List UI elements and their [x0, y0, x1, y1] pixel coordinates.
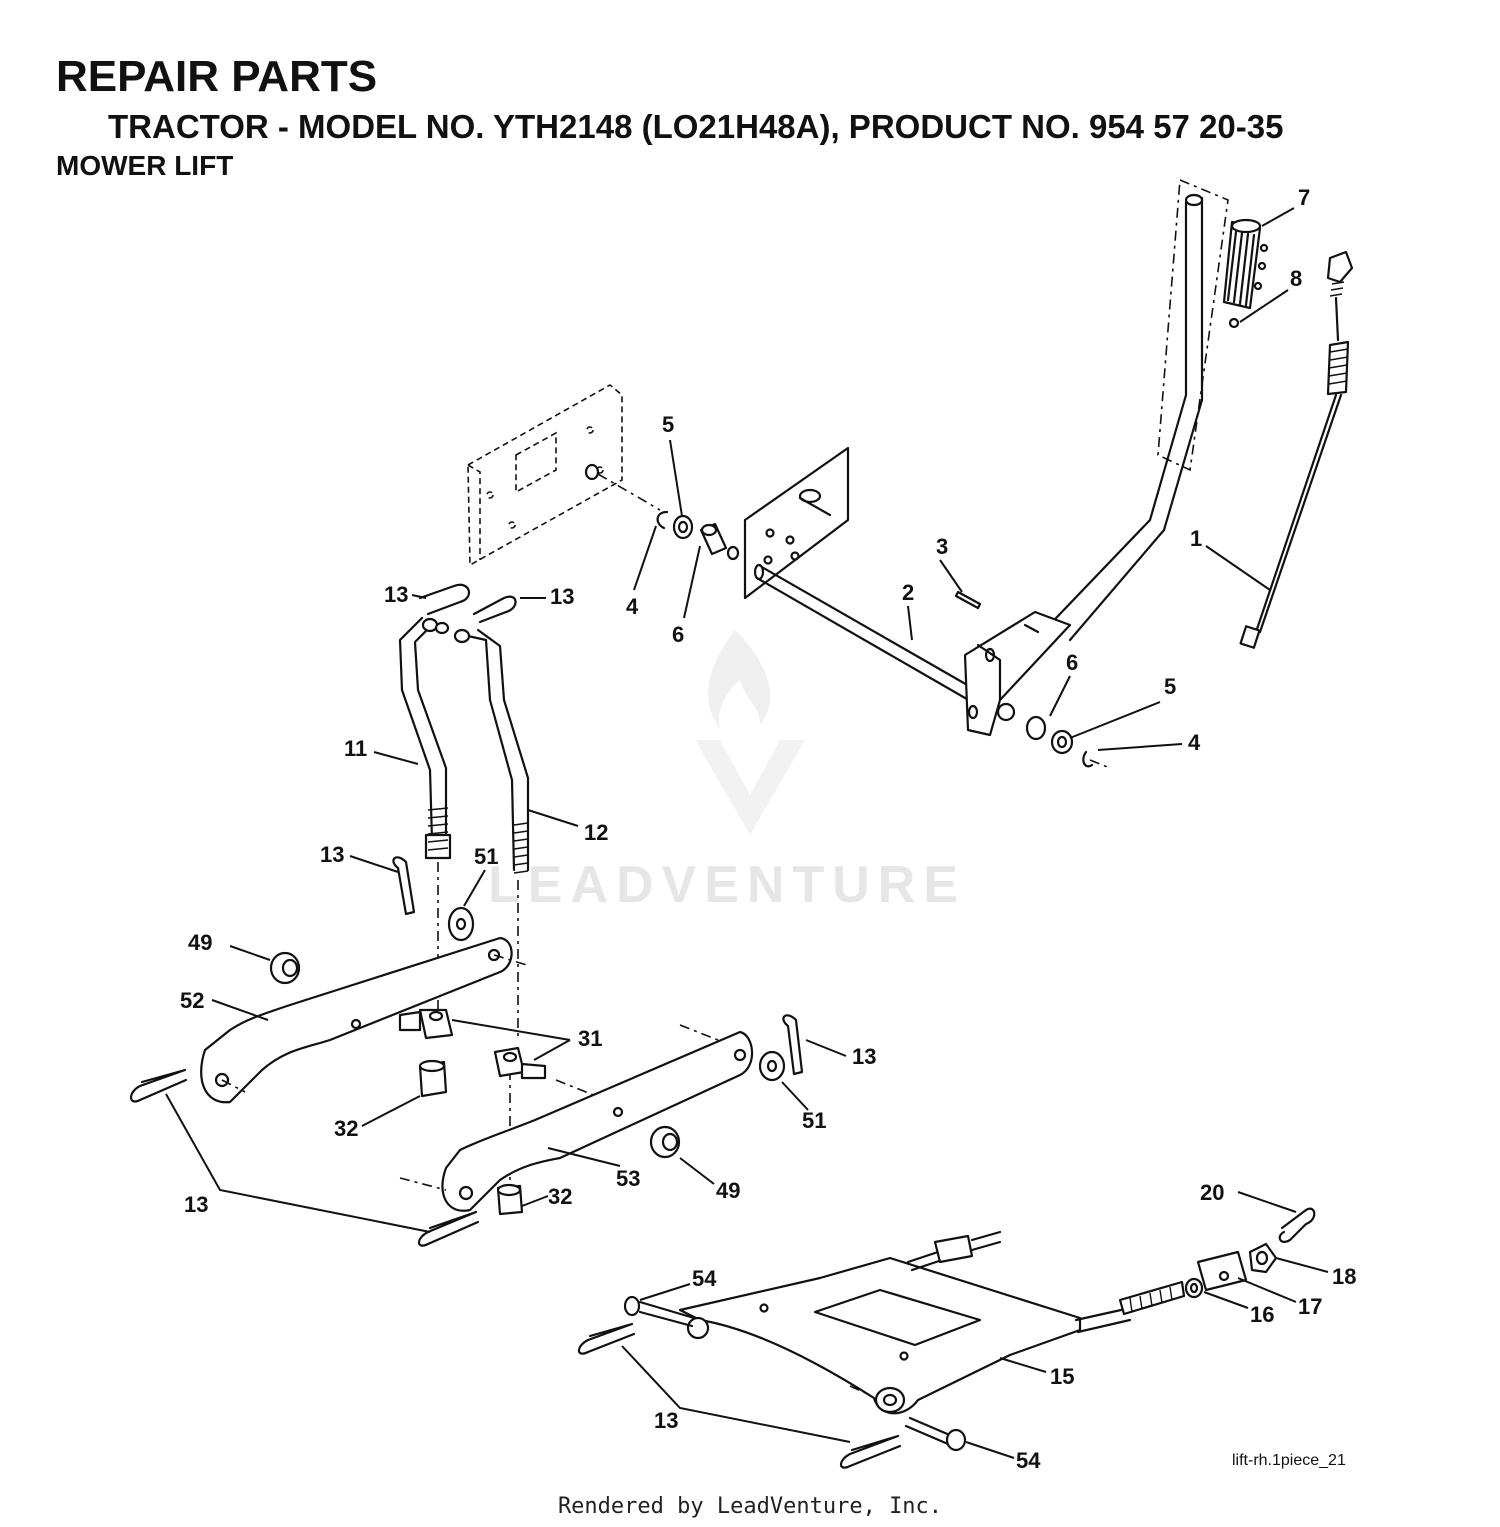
- callout-13-lower-left: 13: [184, 1192, 208, 1217]
- nut-18: [1248, 1242, 1278, 1274]
- section-title: MOWER LIFT: [56, 150, 234, 181]
- callout-54-upper: 54: [692, 1266, 717, 1291]
- callout-2: 2: [902, 580, 914, 605]
- clevis-pin-54-upper: [623, 1295, 696, 1328]
- watermark-text: LEADVENTURE: [488, 856, 966, 914]
- lift-arm-53: [399, 1024, 754, 1212]
- callout-31: 31: [578, 1026, 602, 1051]
- lift-link-11: [398, 616, 452, 860]
- plate-front-rod: [1074, 1280, 1186, 1334]
- callout-32-upper: 32: [334, 1116, 358, 1141]
- swivel-31-left: [398, 1008, 454, 1040]
- hairpin-clip-top-left: [418, 583, 471, 616]
- lift-cable: [1239, 250, 1354, 649]
- hairpin-clip-bottom-left: [577, 1322, 636, 1355]
- callout-52: 52: [180, 988, 204, 1013]
- hairpin-clip-mid-left: [392, 856, 416, 916]
- washer-51-upper: [447, 906, 475, 942]
- callout-51-lower: 51: [802, 1108, 826, 1133]
- left-shaft-hardware: [656, 510, 740, 561]
- leader-lines: [165, 207, 1329, 1459]
- callout-51-upper: 51: [474, 844, 498, 869]
- clevis-pin-54-lower: [904, 1416, 967, 1452]
- nut-32-upper: [418, 1059, 448, 1098]
- callout-11: 11: [344, 736, 367, 761]
- swivel-31-right: [493, 1046, 547, 1080]
- ferrule-17: [1196, 1250, 1248, 1292]
- callout-54-lower: 54: [1016, 1448, 1041, 1473]
- callout-16: 16: [1250, 1302, 1274, 1327]
- callout-53: 53: [616, 1166, 640, 1191]
- callout-5-left: 5: [662, 412, 674, 437]
- callout-13-mid-left: 13: [320, 842, 344, 867]
- callout-49-lower: 49: [716, 1178, 740, 1203]
- callout-18: 18: [1332, 1264, 1356, 1289]
- callout-12: 12: [584, 820, 608, 845]
- callout-6-left: 6: [672, 622, 684, 647]
- callout-6-right: 6: [1066, 650, 1078, 675]
- model-subtitle: TRACTOR - MODEL NO. YTH2148 (LO21H48A), …: [108, 108, 1284, 145]
- callout-4-left: 4: [626, 594, 639, 619]
- lift-link-12: [453, 628, 530, 874]
- nut-32-lower: [496, 1183, 524, 1216]
- callout-5-right: 5: [1164, 674, 1176, 699]
- callout-13-top-left: 13: [384, 582, 408, 607]
- callout-32-lower: 32: [548, 1184, 572, 1209]
- lever-extension-outline: [1157, 178, 1229, 472]
- page-title: REPAIR PARTS: [56, 52, 378, 101]
- callout-8: 8: [1290, 266, 1302, 291]
- hairpin-clip-lower-mid: [417, 1210, 480, 1247]
- callout-3: 3: [936, 534, 948, 559]
- callout-7: 7: [1298, 185, 1310, 210]
- callout-15: 15: [1050, 1364, 1074, 1389]
- callout-13-mid-right: 13: [852, 1044, 876, 1069]
- frame-plate-outline: [467, 384, 661, 567]
- lever-ball: [1228, 317, 1240, 329]
- callout-1: 1: [1190, 526, 1202, 551]
- plate-rear-bolt: [906, 1230, 1002, 1272]
- hairpin-clip-mid-right: [782, 1014, 804, 1076]
- hairpin-clip-top-right: [472, 595, 517, 624]
- figure-reference: lift-rh.1piece_21: [1232, 1452, 1346, 1469]
- footer-credit: Rendered by LeadVenture, Inc.: [557, 1494, 943, 1519]
- lift-plate-15: [678, 1256, 1082, 1415]
- roll-pin: [954, 590, 982, 610]
- callout-20: 20: [1200, 1180, 1224, 1205]
- watermark-logo: [695, 630, 805, 835]
- hairpin-clip-20: [1278, 1207, 1316, 1243]
- right-shaft-hardware: [996, 702, 1111, 769]
- callout-13-bottom: 13: [654, 1408, 678, 1433]
- hairpin-clip-bottom: [839, 1434, 902, 1469]
- callout-17: 17: [1298, 1294, 1322, 1319]
- washer-51-lower: [758, 1050, 786, 1082]
- callout-49-upper: 49: [188, 930, 212, 955]
- lift-arm-52: [200, 936, 531, 1104]
- hairpin-clip-lower-left: [129, 1068, 188, 1103]
- handle-grip: [1222, 218, 1269, 310]
- callout-13-top-right: 13: [550, 584, 574, 609]
- callout-4-right: 4: [1188, 730, 1201, 755]
- lift-shaft-assembly: [743, 446, 978, 704]
- washer-16: [1184, 1277, 1204, 1299]
- bushing-49-lower: [649, 1125, 681, 1159]
- bushing-49-upper: [269, 951, 301, 985]
- lift-lever: [963, 193, 1204, 737]
